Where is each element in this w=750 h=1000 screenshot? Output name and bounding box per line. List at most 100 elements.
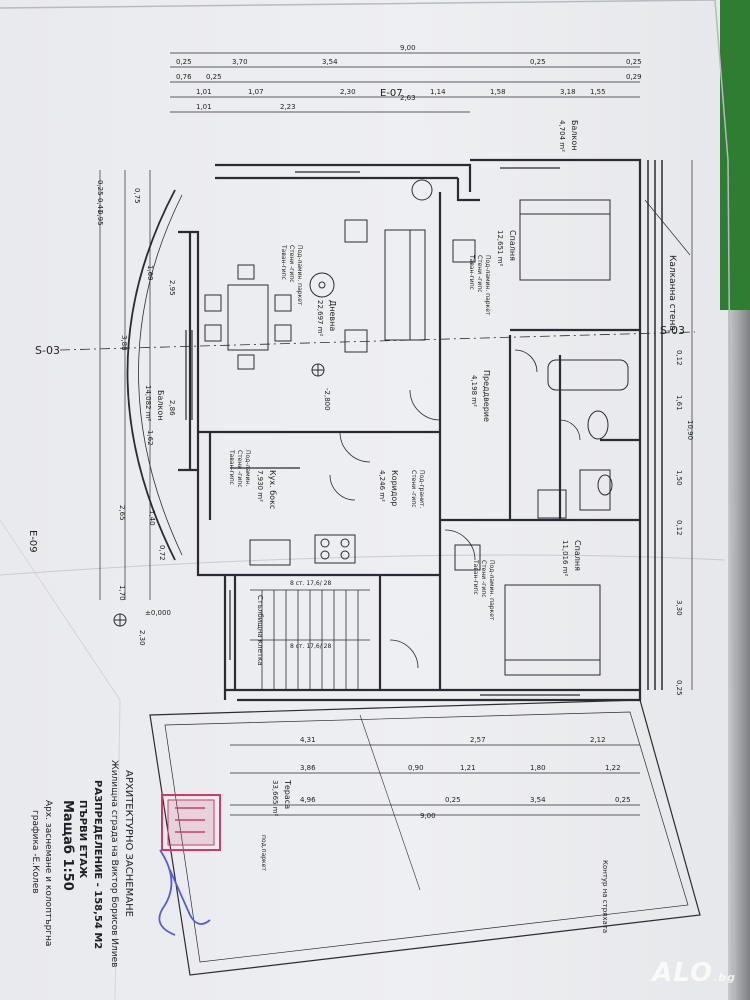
svg-text:1,01: 1,01: [196, 103, 212, 111]
svg-text:3,54: 3,54: [530, 796, 546, 804]
svg-text:10,90: 10,90: [686, 420, 694, 440]
svg-text:Преддверие: Преддверие: [482, 370, 491, 422]
staircase: [250, 589, 370, 690]
left-dimensions: [99, 170, 151, 600]
svg-text:1,22: 1,22: [605, 764, 621, 772]
svg-text:1,01: 1,01: [196, 88, 212, 96]
svg-text:0,29: 0,29: [626, 73, 642, 81]
svg-text:9,00: 9,00: [420, 812, 436, 820]
svg-text:4,246 m²: 4,246 m²: [378, 470, 386, 502]
left-dim-labels: 0,25 0,41 0,75 0,95 1,69 2,95 3,88 2,86 …: [96, 180, 176, 646]
balcony-curve-inner: [138, 194, 183, 556]
svg-text:Стени -гипс: Стени -гипс: [288, 245, 295, 283]
svg-text:0,12: 0,12: [675, 520, 683, 536]
bottom-dimensions: [230, 744, 640, 816]
stairs-label-2: 8 ст. 17,6/ 28: [290, 643, 331, 650]
svg-text:0,25: 0,25: [615, 796, 631, 804]
svg-text:2,30: 2,30: [340, 88, 356, 96]
svg-text:Балкон: Балкон: [570, 120, 579, 150]
svg-text:0,25: 0,25: [675, 680, 683, 696]
svg-text:12,651 m²: 12,651 m²: [496, 230, 504, 267]
svg-text:Дневна: Дневна: [328, 300, 337, 331]
bottom-dim-labels: 4,31 2,57 2,12 3,86 0,90 1,21 1,80 1,22 …: [300, 736, 631, 820]
svg-text:3,54: 3,54: [322, 58, 338, 66]
svg-text:9,00: 9,00: [400, 44, 416, 52]
svg-text:Таван-гипс: Таван-гипс: [472, 559, 479, 595]
svg-text:2,23: 2,23: [280, 103, 296, 111]
svg-text:4,31: 4,31: [300, 736, 316, 744]
green-background: [720, 0, 750, 310]
sheet-fold: [0, 554, 726, 576]
svg-text:2,57: 2,57: [470, 736, 486, 744]
svg-text:2,12: 2,12: [590, 736, 606, 744]
svg-text:2,63: 2,63: [400, 94, 416, 102]
svg-text:Балкон: Балкон: [156, 390, 165, 420]
svg-text:0,95: 0,95: [96, 210, 104, 226]
stairs-label-1: 8 ст. 17,6/ 28: [290, 580, 331, 587]
svg-text:0,12: 0,12: [675, 350, 683, 366]
svg-text:Стени -гипс: Стени -гипс: [476, 255, 483, 293]
svg-text:2,86: 2,86: [168, 400, 176, 416]
elevation-e07: E-07: [380, 88, 403, 99]
svg-text:Кух. бокс: Кух. бокс: [268, 470, 277, 509]
elevation-e09: E-09: [27, 530, 38, 553]
svg-text:1,61: 1,61: [675, 395, 683, 411]
svg-text:3,18: 3,18: [560, 88, 576, 96]
svg-text:Жилищна сграда на Виктор Борис: Жилищна сграда на Виктор Борисов Илиев: [109, 760, 119, 967]
top-dim-labels: 9,00 0,25 3,70 3,54 0,25 0,25 0,76 0,25 …: [176, 44, 642, 111]
furniture: [204, 179, 629, 676]
right-dim-labels: 10,90 0,12 1,61 1,50 0,12 3,30 0,25: [675, 350, 694, 696]
svg-text:Стени -гипс: Стени -гипс: [410, 470, 417, 508]
watermark: ALO.bg: [652, 958, 736, 988]
svg-text:4,198 m²: 4,198 m²: [470, 375, 478, 407]
svg-text:графика -Е.Колев: графика -Е.Колев: [30, 810, 40, 894]
svg-text:Коридор: Коридор: [390, 470, 399, 506]
terrace-outline: [149, 699, 701, 976]
svg-text:0,25: 0,25: [176, 58, 192, 66]
svg-text:Стълбищна клетка: Стълбищна клетка: [256, 595, 264, 666]
svg-text:Таван-гипс: Таван-гипс: [468, 254, 475, 290]
svg-text:Таван-гипс: Таван-гипс: [280, 244, 287, 280]
firewall-leader: [644, 199, 691, 256]
section-line: [59, 331, 696, 351]
section-label-left: S-03: [35, 344, 60, 357]
svg-text:Стени -гипс: Стени -гипс: [236, 450, 243, 488]
svg-text:1,69: 1,69: [146, 265, 154, 281]
svg-text:3,70: 3,70: [232, 58, 248, 66]
title-block: АРХИТЕКТУРНО ЗАСНЕМАНЕ Жилищна сграда на…: [30, 760, 134, 967]
svg-text:1,50: 1,50: [675, 470, 683, 486]
level-label-1: -2,800: [323, 388, 331, 411]
svg-text:22,697 m²: 22,697 m²: [316, 300, 324, 337]
svg-text:0,25: 0,25: [96, 180, 104, 196]
svg-text:3,88: 3,88: [120, 335, 128, 351]
svg-text:3,86: 3,86: [300, 764, 316, 772]
level-markers: [113, 363, 325, 627]
svg-text:Под-ламин. паркет: Под-ламин. паркет: [488, 560, 495, 621]
firewall: [647, 160, 663, 690]
svg-text:1,70: 1,70: [118, 585, 126, 601]
svg-text:1,55: 1,55: [590, 88, 606, 96]
svg-text:Спалня: Спалня: [508, 230, 517, 261]
svg-text:0,25: 0,25: [626, 58, 642, 66]
svg-text:33,665 m²: 33,665 m²: [271, 780, 279, 817]
svg-text:АРХИТЕКТУРНО ЗАСНЕМАНЕ: АРХИТЕКТУРНО ЗАСНЕМАНЕ: [123, 770, 134, 917]
svg-text:0,25: 0,25: [445, 796, 461, 804]
svg-text:Под-ламин. паркет: Под-ламин. паркет: [484, 255, 491, 316]
svg-text:Под-ламин. паркет: Под-ламин. паркет: [296, 245, 303, 306]
firewall-label: Калканна стена: [667, 255, 677, 331]
svg-text:0,75: 0,75: [133, 188, 141, 204]
svg-text:Под-ламин.: Под-ламин.: [244, 450, 251, 486]
svg-text:0,76: 0,76: [176, 73, 192, 81]
svg-text:1,80: 1,80: [530, 764, 546, 772]
doors: [329, 349, 581, 669]
svg-text:2,65: 2,65: [118, 505, 126, 521]
svg-text:7,930 m²: 7,930 m²: [256, 470, 264, 502]
level-label-2: ±0,000: [145, 609, 171, 617]
svg-text:Под-гранит.: Под-гранит.: [418, 470, 425, 508]
top-dimensions: [170, 52, 640, 113]
svg-text:1,58: 1,58: [490, 88, 506, 96]
sheet-crease: [0, 519, 121, 1000]
svg-text:Мащаб 1:50: Мащаб 1:50: [60, 800, 75, 891]
svg-text:0,41: 0,41: [96, 198, 104, 214]
